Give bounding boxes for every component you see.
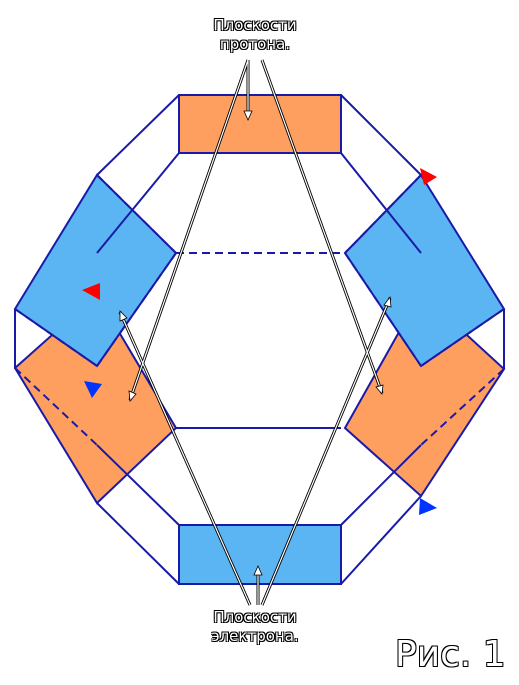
pointer-proton-left (129, 59, 249, 401)
hidden-edge-right-a (420, 308, 505, 367)
outer-edge-bottom-right (340, 495, 422, 585)
arrow-red-right (420, 168, 437, 185)
hidden-edge-left-a (14, 308, 98, 367)
outer-edge-top-left (96, 94, 180, 176)
rear-edge-bottom-left (96, 444, 180, 526)
octagon-edges (14, 94, 505, 585)
pointer-lines-light (119, 59, 391, 606)
arrow-blue-right (419, 498, 437, 515)
outer-edge-top-right (340, 94, 422, 176)
pointer-head-electron-bottom (253, 565, 263, 576)
hidden-edges (14, 174, 505, 526)
rear-edge-bottom-right (340, 444, 422, 526)
hidden-edge-left-c (96, 174, 177, 254)
pointer-head-proton-right (375, 384, 384, 395)
hidden-edge-inner-left (96, 252, 177, 367)
hidden-edge-right-b (420, 368, 505, 446)
arrow-red-left (82, 283, 100, 300)
pointer-head-proton-top (243, 110, 253, 121)
pointer-electron-right (261, 297, 391, 606)
proton-planes-label: Плоскости протона. (200, 16, 310, 54)
outer-edge-bottom-left (96, 502, 180, 585)
proton-label-line2: протона. (219, 35, 291, 53)
inner-edge-top-right (340, 152, 422, 254)
direction-arrows (82, 168, 437, 515)
arrow-blue-left (84, 381, 102, 398)
proton-plane-top (178, 94, 342, 154)
electron-plane-right (343, 173, 506, 368)
hidden-edge-right-c (344, 174, 422, 254)
pointer-electron-left (119, 311, 251, 606)
electron-label-line1: Плоскости (213, 608, 297, 626)
pointer-heads (119, 110, 392, 576)
pointer-head-electron-right (383, 295, 392, 308)
pointer-proton-right (261, 59, 383, 394)
hidden-edge-inner-right (344, 252, 422, 367)
proton-label-line1: Плоскости (213, 16, 297, 34)
pointer-head-electron-left (119, 310, 128, 322)
hidden-edge-left-b (14, 367, 98, 446)
electron-planes-label: Плоскости электрона. (195, 608, 315, 646)
figure-caption: Рис. 1 (395, 634, 506, 675)
pointer-head-proton-left (128, 390, 137, 402)
inner-edge-top-left (96, 152, 180, 254)
electron-label-line2: электрона. (211, 627, 299, 645)
